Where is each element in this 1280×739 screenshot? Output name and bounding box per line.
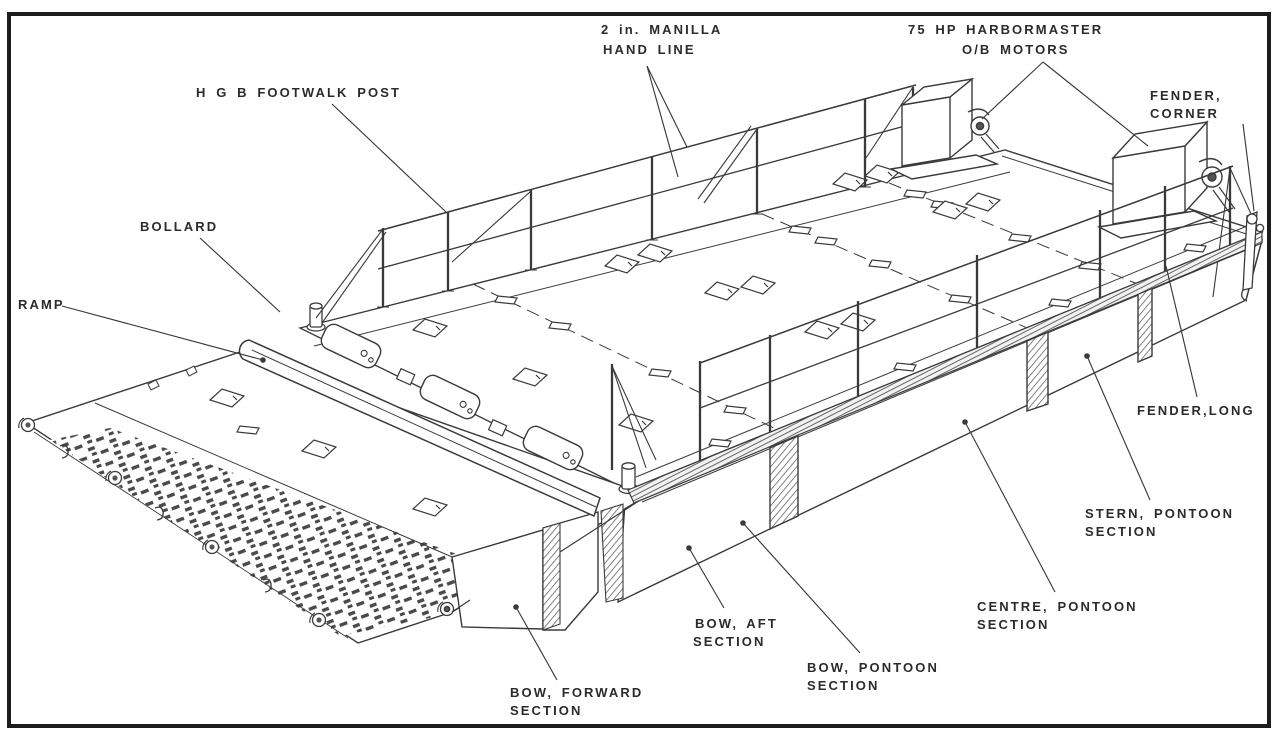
label-bow-forward-2: SECTION — [510, 703, 582, 718]
label-stern-pontoon-2: SECTION — [1085, 524, 1157, 539]
label-hand-line-1: 2 in. MANILLA — [601, 22, 722, 37]
leader-bow-aft — [686, 545, 725, 609]
label-stern-pontoon-1: STERN, PONTOON — [1085, 506, 1234, 521]
hull-gap-stern — [1137, 285, 1153, 364]
label-fender-corner-1: FENDER, — [1150, 88, 1222, 103]
motor-head-port — [967, 108, 1000, 153]
leader-fender-corner — [1242, 123, 1255, 212]
leader-motors — [981, 61, 1149, 147]
label-bollard: BOLLARD — [140, 219, 218, 234]
ramp-hinge-beam — [238, 320, 601, 518]
label-bow-aft-2: SECTION — [693, 634, 765, 649]
figure-border — [7, 12, 1271, 728]
label-footwalk-post: H G B FOOTWALK POST — [196, 85, 401, 100]
label-centre-pontoon-1: CENTRE, PONTOON — [977, 599, 1138, 614]
motor-box-starboard — [1096, 120, 1236, 239]
label-bow-pontoon-2: SECTION — [807, 678, 879, 693]
post-feet — [377, 174, 919, 308]
fender-corner-piece — [1241, 211, 1265, 302]
railing-stays — [315, 86, 914, 324]
starboard-posts — [610, 166, 1232, 470]
label-centre-pontoon-2: SECTION — [977, 617, 1049, 632]
hull-gap-bow-forward — [600, 503, 624, 603]
leader-bow-pontoon — [740, 520, 861, 654]
bow-section-faces — [437, 494, 649, 631]
labels: H G B FOOTWALK POST 2 in. MANILLA HAND L… — [18, 22, 1255, 718]
bollard-port — [306, 302, 326, 332]
leader-footwalk-post — [331, 103, 447, 213]
label-fender-long: FENDER,LONG — [1137, 403, 1255, 418]
leader-hand-line — [646, 65, 688, 178]
leader-centre-pontoon — [962, 419, 1056, 593]
label-ramp: RAMP — [18, 297, 65, 312]
starboard-railing — [610, 165, 1258, 470]
label-fender-corner-2: CORNER — [1150, 106, 1219, 121]
leader-ramp — [61, 305, 266, 363]
label-bow-pontoon-1: BOW, PONTOON — [807, 660, 939, 675]
label-bow-forward-1: BOW, FORWARD — [510, 685, 643, 700]
leader-bollard — [199, 237, 281, 313]
ramp-tread — [50, 428, 495, 636]
fender-long-strip — [627, 231, 1263, 504]
label-hand-line-2: HAND LINE — [603, 42, 696, 57]
hull-gap-centre — [1026, 330, 1049, 412]
label-bow-aft-1: BOW, AFT — [695, 616, 778, 631]
leader-stern-pontoon — [1084, 353, 1151, 501]
motor-box-port — [888, 77, 1000, 180]
label-motors-1: 75 HP HARBORMASTER — [908, 22, 1103, 37]
leader-fender-long — [1165, 265, 1198, 398]
hand-line-mid — [377, 122, 917, 270]
hand-line-top — [377, 84, 917, 232]
hull-gap-bow — [769, 434, 799, 531]
label-motors-2: O/B MOTORS — [962, 42, 1070, 57]
leader-lines — [61, 61, 1255, 681]
leader-bow-forward — [513, 604, 558, 681]
